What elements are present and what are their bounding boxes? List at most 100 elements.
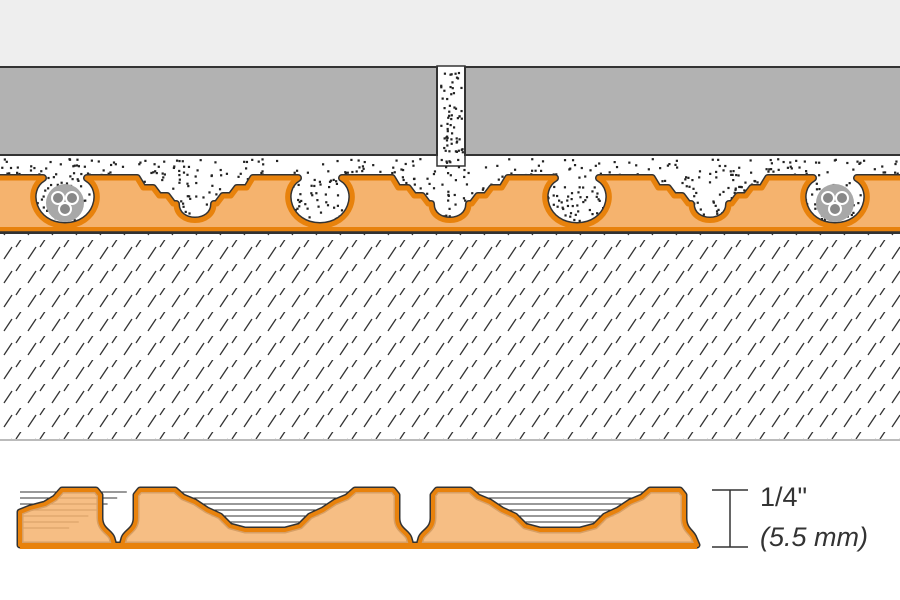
mortar-dot (446, 172, 450, 175)
mortar-dot (297, 183, 300, 187)
mortar-dot (789, 165, 792, 168)
mortar-dot (852, 168, 855, 171)
mortar-dot (739, 185, 742, 189)
mortar-dot (419, 158, 422, 161)
mortar-dot (599, 172, 602, 175)
mortar-dot (321, 163, 325, 166)
mortar-dot (564, 214, 567, 217)
mortar-dot (311, 194, 314, 197)
mortar-dot (433, 170, 437, 173)
grout-dot (450, 132, 454, 135)
mortar-dot (391, 171, 394, 175)
mortar-dot (598, 162, 601, 165)
mortar-dot (712, 200, 715, 203)
mortar-dot (815, 188, 819, 191)
mortar-dot (395, 159, 398, 162)
mortar-dot (735, 173, 738, 177)
grout-dot (458, 115, 461, 118)
mortar-dot (1, 166, 4, 169)
mortar-dot (324, 193, 327, 196)
mortar-dot (685, 185, 688, 188)
mortar-dot (400, 168, 403, 171)
heating-cable (46, 184, 84, 222)
mortar-dot (350, 158, 353, 162)
mortar-dot (560, 201, 563, 204)
mortar-dot (818, 161, 821, 164)
mortar-dot (585, 196, 589, 199)
mortar-dot (60, 181, 63, 184)
mortar-dot (402, 178, 405, 182)
mortar-dot (143, 180, 146, 183)
mortar-dot (295, 169, 299, 172)
mortar-dot (175, 159, 179, 162)
mortar-dot (202, 196, 205, 199)
mortar-dot (882, 171, 885, 174)
grout-dot (445, 135, 449, 138)
mortar-dot (419, 187, 422, 190)
mortar-dot (336, 159, 339, 163)
mortar-dot (346, 171, 349, 174)
mortar-dot (445, 214, 448, 217)
mortar-dot (52, 176, 55, 179)
mortar-dot (552, 194, 555, 197)
mortar-dot (722, 190, 725, 194)
mortar-dot (210, 174, 213, 177)
heating-cable-wire (65, 191, 79, 205)
mortar-dot (76, 158, 79, 161)
mortar-dot (539, 169, 543, 172)
grout-dot (446, 130, 449, 133)
mortar-dot (826, 171, 829, 174)
mortar-dot (579, 196, 582, 199)
mortar-dot (55, 173, 58, 176)
mortar-dot (16, 166, 19, 169)
mortar-dot (858, 162, 861, 165)
grout-dot (450, 142, 453, 145)
mortar-dot (595, 195, 598, 198)
grout-dot (457, 149, 460, 152)
mortar-dot (727, 186, 730, 190)
mortar-dot (319, 211, 323, 214)
mortar-dot (444, 166, 448, 169)
mortar-dot (441, 183, 444, 186)
grout-dot (450, 117, 453, 121)
mortar-dot (711, 158, 714, 161)
grout-dot (453, 106, 456, 109)
mortar-dot (734, 188, 737, 192)
mortar-dot (69, 175, 72, 178)
mortar-dot (107, 172, 110, 175)
mortar-dot (45, 209, 49, 212)
mortar-dot (196, 169, 199, 172)
mortar-dot (661, 180, 664, 183)
mortar-dot (251, 158, 254, 161)
thickness-bracket (712, 489, 748, 548)
mortar-dot (182, 171, 186, 174)
mortar-dot (262, 163, 265, 166)
mortar-dot (777, 168, 780, 171)
mortar-dot (310, 184, 313, 187)
mortar-dot (172, 166, 176, 170)
grout-dot (449, 85, 452, 89)
mortar-dot (340, 209, 344, 212)
mortar-dot (293, 171, 296, 174)
mortar-dot (42, 195, 45, 198)
mortar-dot (598, 199, 601, 202)
mortar-dot (310, 192, 313, 195)
mortar-dot (570, 192, 574, 195)
mortar-dot (325, 201, 328, 204)
grout-dot (460, 86, 463, 90)
mortar-dot (163, 173, 166, 176)
mortar-dot (578, 186, 581, 189)
mortar-dot (5, 160, 8, 163)
mortar-dot (109, 163, 113, 167)
grout-dot (446, 144, 449, 147)
mortar-dot (589, 169, 592, 172)
mortar-dot (698, 170, 702, 173)
grout-dot (452, 126, 456, 129)
mortar-dot (152, 171, 155, 174)
mortar-dot (357, 159, 360, 162)
grout-dot (443, 137, 446, 140)
mortar-dot (738, 185, 741, 189)
mortar-dot (155, 171, 158, 175)
mortar-dot (883, 171, 887, 174)
mortar-dot (47, 187, 50, 190)
